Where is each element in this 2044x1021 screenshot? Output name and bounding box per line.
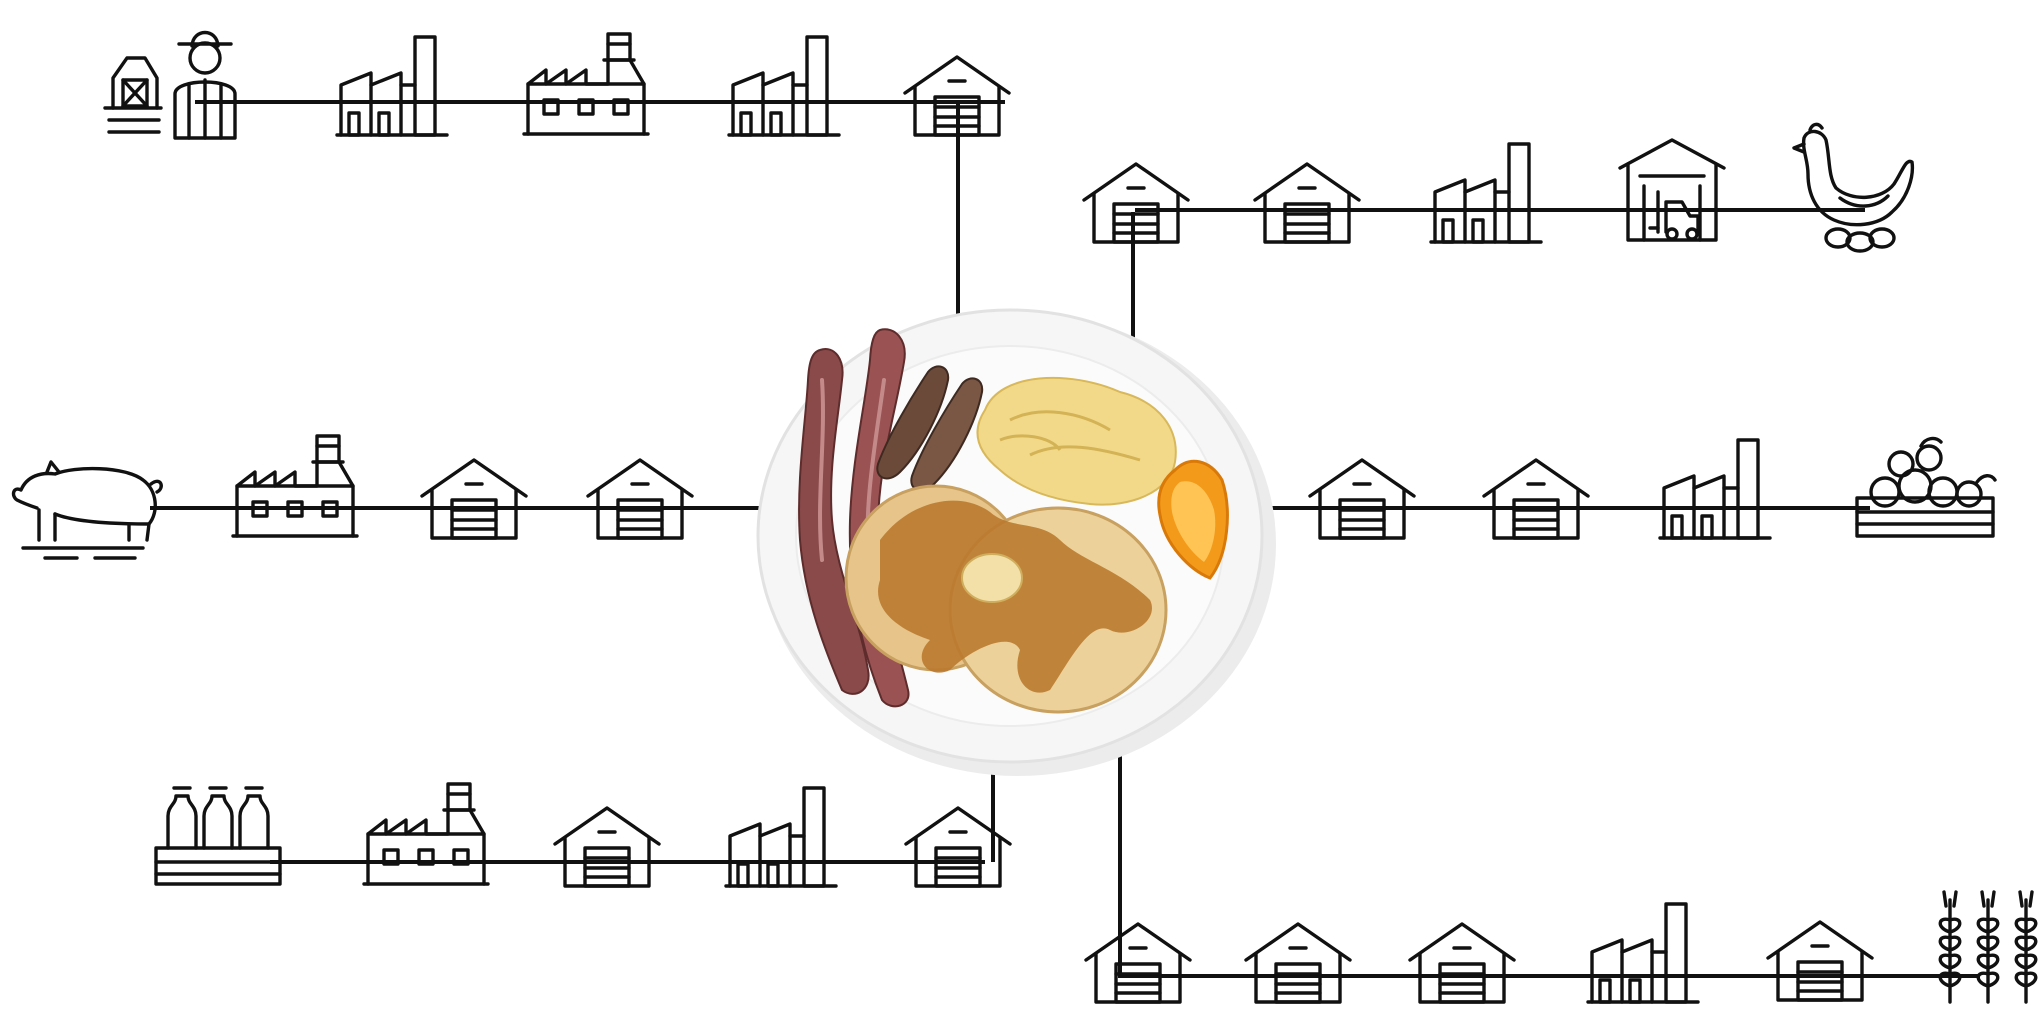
- industrial-plant-icon: [726, 788, 836, 886]
- warehouse-icon: [1484, 460, 1588, 538]
- warehouse-icon: [1246, 924, 1350, 1002]
- chicken-eggs-icon: [1794, 124, 1912, 251]
- warehouse-icon: [1768, 922, 1872, 1000]
- wheat-icon: [1940, 892, 2036, 1002]
- warehouse-icon: [1310, 460, 1414, 538]
- factory-icon: [233, 436, 357, 536]
- butter-pat: [962, 554, 1022, 602]
- factory-icon: [364, 784, 488, 884]
- breakfast-plate: [758, 310, 1276, 776]
- warehouse-icon: [588, 460, 692, 538]
- factory-icon: [524, 34, 648, 134]
- forklift-warehouse-icon: [1620, 140, 1724, 240]
- pig-icon: [14, 462, 162, 558]
- warehouse-icon: [1410, 924, 1514, 1002]
- warehouse-icon: [1084, 164, 1188, 242]
- barn-farmer-icon: [105, 33, 235, 139]
- industrial-plant-icon: [1588, 904, 1698, 1002]
- industrial-plant-icon: [729, 37, 839, 135]
- warehouse-icon: [1086, 924, 1190, 1002]
- industrial-plant-icon: [1660, 440, 1770, 538]
- warehouse-icon: [555, 808, 659, 886]
- warehouse-icon: [1255, 164, 1359, 242]
- warehouse-icon: [422, 460, 526, 538]
- fruit-crate-icon: [1857, 439, 1995, 536]
- milk-crate-icon: [156, 788, 280, 884]
- industrial-plant-icon: [1431, 144, 1541, 242]
- industrial-plant-icon: [337, 37, 447, 135]
